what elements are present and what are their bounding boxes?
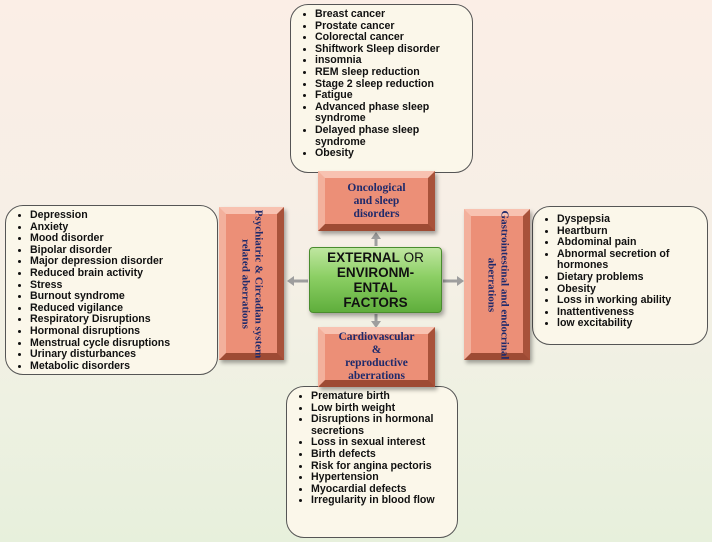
- oncological-label-line1: Oncological: [347, 181, 406, 194]
- list-item: Prostate cancer: [315, 20, 462, 33]
- list-item: Anxiety: [30, 221, 207, 234]
- psychiatric-label-line2: related aberrations: [239, 238, 252, 329]
- list-item: Respiratory Disruptions: [30, 314, 207, 326]
- list-item: Low birth weight: [311, 402, 447, 415]
- list-item: Irregularity in blood flow: [311, 495, 447, 507]
- center-line2: ENVIRONM-: [336, 265, 415, 280]
- list-item: Depression: [30, 209, 207, 222]
- central-factor-box: EXTERNAL OR ENVIRONM- ENTAL FACTORS: [309, 247, 442, 313]
- cardiovascular-category-label: Cardiovascular & reproductive aberration…: [338, 331, 414, 383]
- list-item: Colorectal cancer: [315, 32, 462, 44]
- center-line1: EXTERNAL OR: [327, 250, 424, 265]
- list-item: Risk for angina pectoris: [311, 460, 447, 473]
- list-item: Advanced phase sleep syndrome: [315, 101, 462, 125]
- cardiovascular-list: Premature birth Low birth weight Disrupt…: [297, 390, 447, 507]
- list-item: Abnormal secretion of hormones: [557, 248, 697, 272]
- list-item: Breast cancer: [315, 8, 462, 21]
- list-item: Burnout syndrome: [30, 291, 207, 303]
- list-item: Metabolic disorders: [30, 360, 207, 373]
- list-item: Delayed phase sleep syndrome: [315, 124, 462, 148]
- center-or: OR: [399, 250, 424, 265]
- oncological-label-line2: and sleep: [353, 194, 400, 207]
- psychiatric-list-callout: Depression Anxiety Mood disorder Bipolar…: [5, 205, 218, 375]
- list-item: Obesity: [315, 148, 462, 160]
- list-item: Disruptions in hormonal secretions: [311, 413, 447, 437]
- arrow-right-head: [457, 276, 464, 286]
- list-item: Dyspepsia: [557, 213, 697, 226]
- gastrointestinal-category-label: Gastrointestinal and endocrinal aberrati…: [484, 210, 510, 359]
- psychiatric-category-label: Psychiatric & Circadian system related a…: [239, 209, 265, 358]
- list-item: Menstrual cycle disruptions: [30, 337, 207, 350]
- list-item: Shiftwork Sleep disorder: [315, 43, 462, 56]
- oncological-list: Breast cancer Prostate cancer Colorectal…: [301, 8, 462, 160]
- list-item: Inattentiveness: [557, 306, 697, 319]
- psychiatric-list: Depression Anxiety Mood disorder Bipolar…: [16, 209, 207, 373]
- oncological-list-callout: Breast cancer Prostate cancer Colorectal…: [290, 4, 473, 173]
- list-item: Hypertension: [311, 472, 447, 484]
- center-line4: FACTORS: [343, 295, 408, 310]
- cardiovascular-label-line3: reproductive: [345, 357, 408, 369]
- arrow-left-head: [287, 276, 294, 286]
- list-item: Reduced vigilance: [30, 302, 207, 315]
- list-item: Stage 2 sleep reduction: [315, 78, 462, 91]
- list-item: Myocardial defects: [311, 483, 447, 496]
- gastrointestinal-label-line2: aberrations: [485, 257, 497, 312]
- gastrointestinal-list: Dyspepsia Heartburn Abdominal pain Abnor…: [543, 213, 697, 330]
- list-item: Bipolar disorder: [30, 244, 207, 257]
- list-item: Urinary disturbances: [30, 349, 207, 361]
- gastrointestinal-category-box: Gastrointestinal and endocrinal aberrati…: [464, 209, 530, 360]
- cardiovascular-label-line4: aberrations: [348, 370, 405, 382]
- list-item: Major depression disorder: [30, 256, 207, 268]
- center-external: EXTERNAL: [327, 250, 400, 265]
- gastrointestinal-list-callout: Dyspepsia Heartburn Abdominal pain Abnor…: [532, 206, 708, 345]
- list-item: Fatigue: [315, 90, 462, 102]
- oncological-category-box: Oncological and sleep disorders: [318, 171, 435, 231]
- list-item: insomnia: [315, 55, 462, 67]
- list-item: REM sleep reduction: [315, 66, 462, 79]
- list-item: low excitability: [557, 318, 697, 330]
- gastrointestinal-label-line1: Gastrointestinal and endocrinal: [498, 210, 510, 359]
- list-item: Abdominal pain: [557, 237, 697, 249]
- cardiovascular-category-box: Cardiovascular & reproductive aberration…: [318, 327, 435, 387]
- list-item: Heartburn: [557, 225, 697, 238]
- arrow-up-head: [371, 232, 381, 239]
- list-item: Dietary problems: [557, 271, 697, 284]
- list-item: Stress: [30, 279, 207, 292]
- list-item: Reduced brain activity: [30, 267, 207, 280]
- cardiovascular-label-line1: Cardiovascular: [338, 331, 415, 343]
- list-item: Obesity: [557, 283, 697, 296]
- center-line3: ENTAL: [353, 280, 398, 295]
- list-item: Hormonal disruptions: [30, 325, 207, 338]
- cardiovascular-list-callout: Premature birth Low birth weight Disrupt…: [286, 386, 458, 538]
- psychiatric-label-line1: Psychiatric & Circadian system: [252, 209, 265, 358]
- oncological-label-line3: disorders: [353, 207, 400, 220]
- list-item: Birth defects: [311, 448, 447, 461]
- arrow-down-head: [371, 321, 381, 328]
- list-item: Loss in working ability: [557, 295, 697, 307]
- cardiovascular-label-line2: &: [371, 344, 382, 356]
- list-item: Premature birth: [311, 390, 447, 403]
- oncological-category-label: Oncological and sleep disorders: [347, 182, 405, 221]
- list-item: Loss in sexual interest: [311, 437, 447, 449]
- psychiatric-category-box: Psychiatric & Circadian system related a…: [219, 207, 284, 360]
- list-item: Mood disorder: [30, 233, 207, 245]
